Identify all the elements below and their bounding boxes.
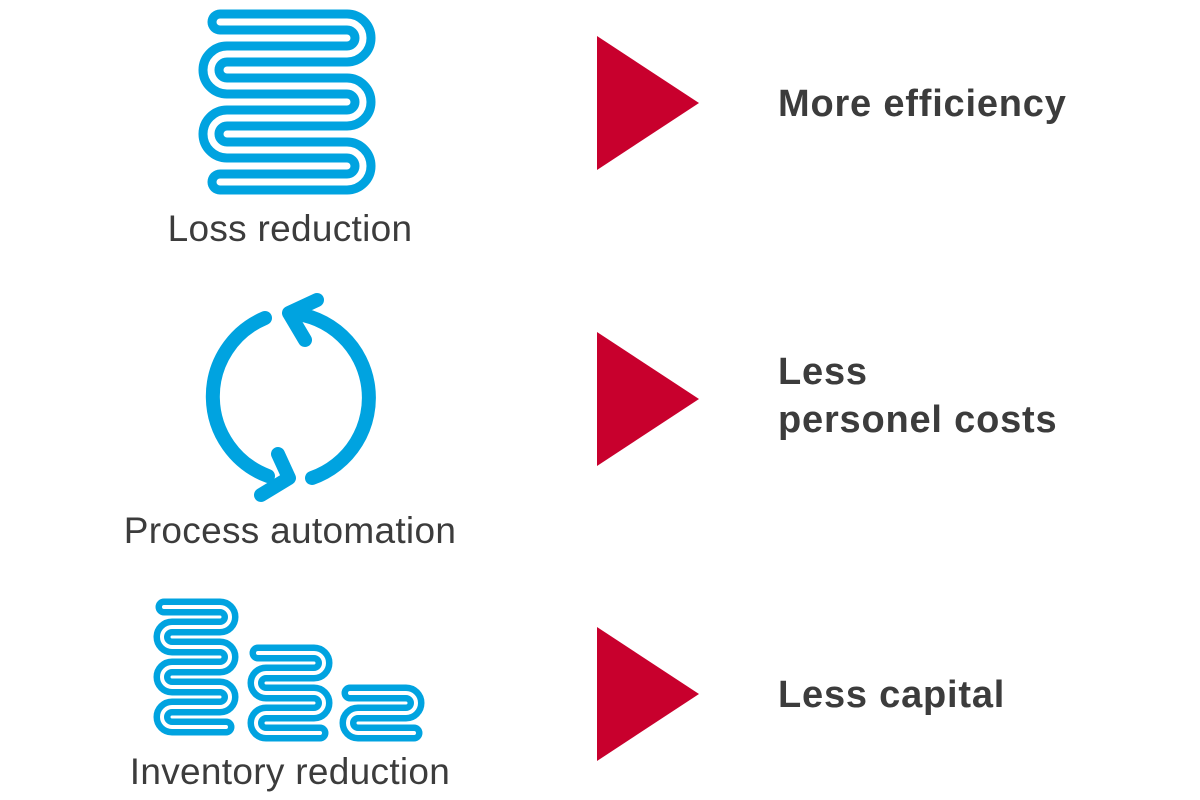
effect-label: More efficiency <box>778 80 1067 128</box>
effect-label: Less personel costs <box>778 348 1057 444</box>
row-inventory-reduction: Inventory reduction Less capital <box>0 585 1200 800</box>
cause-label: Loss reduction <box>167 208 413 249</box>
row-loss-reduction: Loss reduction More efficiency <box>0 0 1200 270</box>
cause-label: Process automation <box>123 510 457 551</box>
stacked-coils-decreasing-icon <box>153 598 425 742</box>
effect-label-line: More efficiency <box>778 83 1067 125</box>
effect-label-line: Less capital <box>778 674 1006 716</box>
red-triangle-arrow-icon <box>597 36 699 170</box>
effect-label-line: personel costs <box>778 399 1058 441</box>
red-triangle-arrow-icon <box>597 332 699 466</box>
circular-arrows-cycle-icon <box>205 293 376 502</box>
cause-label: Inventory reduction <box>129 751 451 792</box>
effect-label-line: Less <box>778 351 868 393</box>
row-process-automation: Process automation Less personel costs <box>0 280 1200 570</box>
red-triangle-arrow-icon <box>597 627 699 761</box>
serpentine-coil-icon <box>194 8 380 199</box>
effect-label: Less capital <box>778 671 1005 719</box>
